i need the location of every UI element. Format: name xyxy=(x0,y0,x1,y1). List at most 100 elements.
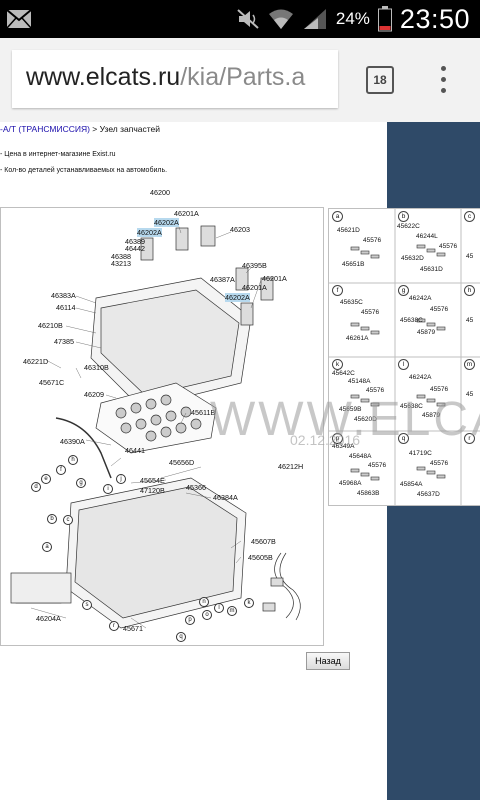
sub-part[interactable]: 45638C xyxy=(400,317,423,324)
sub-part[interactable]: 46349A xyxy=(332,443,355,450)
sub-part[interactable]: 46261A xyxy=(346,335,369,342)
callout-o[interactable]: o xyxy=(202,610,212,620)
sub-part[interactable]: 45637D xyxy=(417,491,440,498)
sub-part[interactable]: 45576 xyxy=(368,462,387,469)
callout-g[interactable]: g xyxy=(76,478,86,488)
part-46201A-top[interactable]: 46201A xyxy=(174,209,199,218)
sub-assembly-grid: a 45621D 45576 45651B b 45622C 46244L 45… xyxy=(328,208,480,506)
part-46204A[interactable]: 46204A xyxy=(36,614,61,623)
sub-part[interactable]: 45651B xyxy=(342,261,365,268)
part-46212H[interactable]: 46212H xyxy=(278,462,304,471)
sub-part[interactable]: 46244L xyxy=(416,233,438,240)
callout-s[interactable]: s xyxy=(82,600,92,610)
part-46383A[interactable]: 46383A xyxy=(51,291,76,300)
sub-part[interactable]: 46242A xyxy=(409,374,432,381)
sub-part[interactable]: 45576 xyxy=(366,387,385,394)
sub-part[interactable]: 45648A xyxy=(349,453,372,460)
sub-part[interactable]: 45622C xyxy=(397,223,420,230)
callout-q[interactable]: q xyxy=(176,632,186,642)
part-46395B[interactable]: 46395B xyxy=(242,261,267,270)
sub-part[interactable]: 45576 xyxy=(430,386,449,393)
part-46201A-right[interactable]: 46201A xyxy=(262,274,287,283)
part-47385[interactable]: 47385 xyxy=(54,337,74,346)
sub-part[interactable]: 45576 xyxy=(439,243,458,250)
part-46441[interactable]: 46441 xyxy=(125,446,145,455)
main-part-number[interactable]: 46200 xyxy=(150,188,170,197)
part-46203[interactable]: 46203 xyxy=(230,225,250,234)
sub-part[interactable]: 45 xyxy=(466,391,474,398)
breadcrumb-link-transmission[interactable]: -А/Т (ТРАНСМИССИЯ) xyxy=(0,124,90,134)
sub-part[interactable]: 41719C xyxy=(409,450,432,457)
callout-c[interactable]: c xyxy=(63,515,73,525)
part-46114[interactable]: 46114 xyxy=(56,303,76,312)
sub-part[interactable]: 45968A xyxy=(339,480,362,487)
sub-part[interactable]: 45879 xyxy=(417,329,436,336)
parts-diagram[interactable]: 46201A 46202A 46202A 46203 46389 46442 4… xyxy=(0,207,324,646)
sub-part[interactable]: 45576 xyxy=(430,306,449,313)
callout-j[interactable]: j xyxy=(116,474,126,484)
sub-part[interactable]: 45631D xyxy=(420,266,443,273)
sub-part[interactable]: 45863B xyxy=(357,490,380,497)
part-46209[interactable]: 46209 xyxy=(84,390,104,399)
sub-part[interactable]: 46242A xyxy=(409,295,432,302)
sub-part[interactable]: 45879 xyxy=(422,412,441,419)
note-quantity: - Кол-во деталей устанавливаемых на авто… xyxy=(0,167,168,174)
callout-m[interactable]: m xyxy=(227,606,237,616)
sub-part[interactable]: 45620D xyxy=(354,416,377,423)
valve-body-drawing xyxy=(10,217,301,629)
sub-part[interactable]: 45621D xyxy=(337,227,360,234)
callout-k[interactable]: k xyxy=(244,598,254,608)
callout-b[interactable]: b xyxy=(47,514,57,524)
sub-part[interactable]: 45 xyxy=(466,253,474,260)
sub-part[interactable]: 45576 xyxy=(361,309,380,316)
part-45654E[interactable]: 45654E xyxy=(140,476,165,485)
part-45607B[interactable]: 45607B xyxy=(251,537,276,546)
sub-part[interactable]: 45576 xyxy=(363,237,382,244)
callout-l[interactable]: l xyxy=(214,603,224,613)
part-45656D[interactable]: 45656D xyxy=(169,458,195,467)
sub-part[interactable]: 45638C xyxy=(400,403,423,410)
part-46310B[interactable]: 46310B xyxy=(84,363,109,372)
sub-part[interactable]: 45635C xyxy=(340,299,363,306)
back-button[interactable]: Назад xyxy=(306,652,350,670)
part-46388[interactable]: 46388 xyxy=(111,252,131,261)
part-46202A-highlight-1[interactable]: 46202A xyxy=(154,218,179,227)
part-45605B[interactable]: 45605B xyxy=(248,553,273,562)
part-45366[interactable]: 45366 xyxy=(186,483,206,492)
part-45671C[interactable]: 45671C xyxy=(39,378,65,387)
part-47120B[interactable]: 47120B xyxy=(140,486,165,495)
callout-p[interactable]: p xyxy=(185,615,195,625)
part-46442[interactable]: 46442 xyxy=(125,244,145,253)
callout-a[interactable]: a xyxy=(42,542,52,552)
callout-d[interactable]: d xyxy=(31,482,41,492)
sub-part[interactable]: 45148A xyxy=(348,378,371,385)
part-46389[interactable]: 46389 xyxy=(125,237,145,246)
sub-part[interactable]: 45 xyxy=(466,317,474,324)
callout-i[interactable]: i xyxy=(103,484,113,494)
part-46201A-mid[interactable]: 46201A xyxy=(242,283,267,292)
part-46390A[interactable]: 46390A xyxy=(60,437,85,446)
sub-part[interactable]: 45632D xyxy=(401,255,424,262)
overflow-menu-icon[interactable] xyxy=(438,66,448,96)
part-45611B[interactable]: 45611B xyxy=(191,408,216,417)
part-45671[interactable]: 45671 xyxy=(123,624,143,633)
sub-part[interactable]: 45659B xyxy=(339,406,362,413)
part-46202A-highlight-3[interactable]: 46202A xyxy=(225,293,250,302)
address-bar[interactable]: www.elcats.ru/kia/Parts.a xyxy=(12,50,338,108)
sub-part[interactable]: 45642C xyxy=(332,370,355,377)
sub-part[interactable]: 45576 xyxy=(430,460,449,467)
callout-e[interactable]: e xyxy=(41,474,51,484)
sub-part[interactable]: 45854A xyxy=(400,481,423,488)
callout-f[interactable]: f xyxy=(56,465,66,475)
part-46210B[interactable]: 46210B xyxy=(38,321,63,330)
url-host: www.elcats.ru xyxy=(26,63,181,91)
callout-h[interactable]: h xyxy=(68,455,78,465)
part-46384A[interactable]: 46384A xyxy=(213,493,238,502)
callout-n[interactable]: n xyxy=(199,597,209,607)
part-46202A-highlight-2[interactable]: 46202A xyxy=(137,228,162,237)
tab-switcher-button[interactable]: 18 xyxy=(366,66,394,94)
part-46221D[interactable]: 46221D xyxy=(23,357,49,366)
part-46387A[interactable]: 46387A xyxy=(210,275,235,284)
part-43213[interactable]: 43213 xyxy=(111,259,131,268)
callout-r[interactable]: r xyxy=(109,621,119,631)
